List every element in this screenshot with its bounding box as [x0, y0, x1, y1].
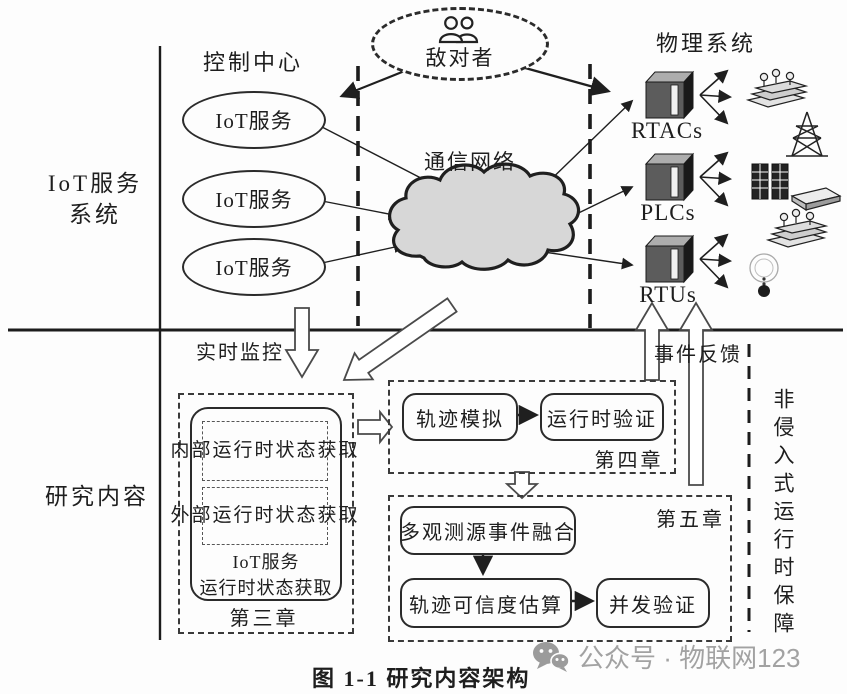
arrow-adversary-to-control — [339, 66, 413, 99]
chapter3-label: 第三章 — [229, 608, 299, 630]
watermark: 公众号 · 物联网123 — [532, 638, 801, 675]
fork-arrows — [699, 69, 733, 289]
label-event-feedback: 事件反馈 — [654, 344, 742, 366]
block-arrow-down-monitoring — [284, 307, 320, 379]
arrow-service3-to-network — [321, 241, 406, 264]
label-plcs: PLCs — [640, 200, 696, 225]
iot-service-ellipse-1: IoT服务 — [182, 91, 326, 149]
solar-panel-icon — [751, 163, 789, 200]
label-rtacs: RTACs — [630, 118, 704, 143]
chapter3-dashed-box — [178, 393, 354, 634]
arrow-network-to-rtus — [543, 251, 634, 270]
lightbulb-icon — [749, 253, 779, 297]
chapter4-label: 第四章 — [594, 450, 664, 472]
block-arrow-up-feedback-1 — [634, 301, 670, 381]
generator-icon-top — [745, 68, 809, 108]
label-adversary: 敌对者 — [425, 46, 495, 70]
watermark-text: 公众号 · 物联网123 — [578, 643, 801, 673]
chapter5-label: 第五章 — [656, 509, 725, 531]
rtus-device-icon — [644, 234, 695, 284]
label-noninvasive-runtime: 非侵入式运行时保障 — [771, 388, 795, 640]
chapter5-dashed-box — [388, 495, 732, 642]
wechat-icon — [533, 641, 570, 672]
label-control-center: 控制中心 — [202, 50, 303, 75]
chapter5-concurrent-verify-box: 并发验证 — [596, 578, 710, 628]
adversary-ellipse: 敌对者 — [371, 7, 549, 81]
iot-service-ellipse-3: IoT服务 — [182, 238, 326, 296]
label-comm-network: 通信网络 — [424, 150, 516, 174]
plcs-device-icon — [644, 152, 695, 202]
chapter3-rounded-box: 内部运行时状态获取 外部运行时状态获取 IoT服务 运行时状态获取 — [171, 407, 358, 601]
generator-icon-bottom — [765, 208, 829, 248]
block-arrows — [284, 297, 714, 500]
label-rtus: RTUs — [639, 282, 697, 307]
power-tower-icon — [786, 111, 828, 157]
block-arrow-right-ch3-ch4 — [357, 409, 394, 445]
block-arrow-diagonal-monitoring — [342, 297, 458, 381]
chapter4-dashed-box — [388, 380, 676, 474]
block-arrow-up-feedback-2 — [678, 301, 714, 486]
chapter3-summary-text: IoT服务 运行时状态获取 — [199, 552, 333, 599]
label-iot-service-system: IoT服务 系统 — [47, 171, 143, 228]
chapter3-external-state-box: 外部运行时状态获取 — [171, 487, 358, 545]
figure-caption: 图 1-1 研究内容架构 — [312, 666, 531, 691]
block-arrow-down-ch4-ch5 — [504, 471, 540, 500]
chapter4-runtime-verify-box: 运行时验证 — [540, 393, 664, 441]
chapter4-trajectory-sim-box: 轨迹模拟 — [402, 393, 518, 441]
network-cloud — [388, 162, 581, 271]
chapter5-credibility-box: 轨迹可信度估算 — [400, 578, 572, 628]
label-realtime-monitoring: 实时监控 — [196, 342, 284, 364]
chapter3-internal-state-box: 内部运行时状态获取 — [171, 421, 358, 481]
label-physical-system: 物理系统 — [655, 31, 756, 56]
label-research-content: 研究内容 — [45, 484, 149, 509]
flat-device-icon — [790, 187, 842, 212]
arrow-service2-to-network — [321, 200, 401, 220]
chapter5-event-fusion-box: 多观测源事件融合 — [400, 506, 576, 555]
arrow-adversary-to-physical — [517, 64, 611, 97]
iot-service-ellipse-2: IoT服务 — [182, 170, 326, 228]
rtacs-device-icon — [644, 70, 695, 120]
adversary-people-icon — [438, 16, 479, 44]
